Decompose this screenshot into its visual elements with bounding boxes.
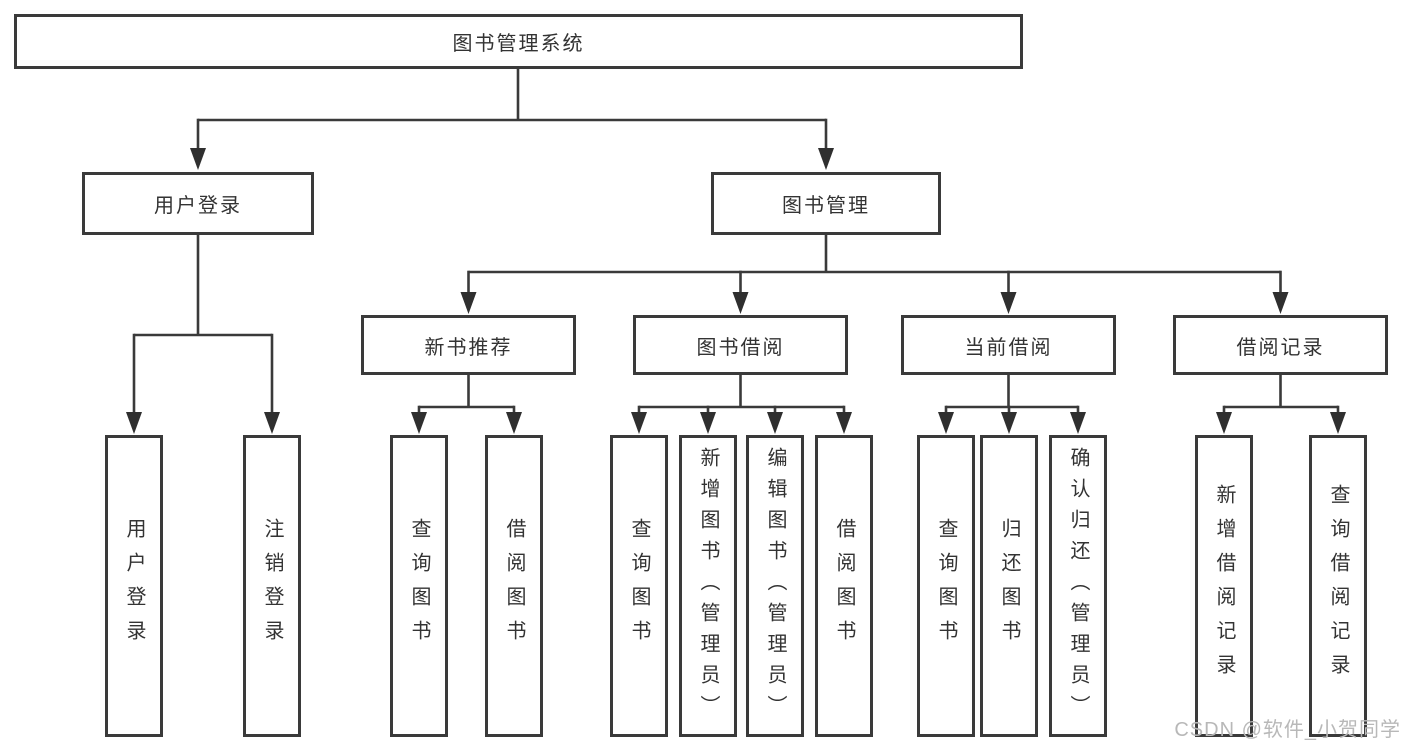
arrow-down-icon [506, 412, 522, 434]
leaf-query-books-borrow: 查询图书 [610, 435, 668, 737]
arrow-down-icon [1070, 412, 1086, 434]
arrow-down-icon [411, 412, 427, 434]
leaf-return-book: 归还图书 [980, 435, 1038, 737]
node-current-borrowing: 当前借阅 [901, 315, 1116, 375]
arrow-down-icon [460, 292, 477, 314]
arrow-down-icon [732, 292, 749, 314]
arrow-down-icon [264, 412, 280, 434]
arrow-down-icon [1272, 292, 1289, 314]
leaf-edit-book-admin: 编辑图书（管理员） [746, 435, 804, 737]
node-book-borrowing: 图书借阅 [633, 315, 848, 375]
leaf-query-borrow-record: 查询借阅记录 [1309, 435, 1367, 737]
arrow-down-icon [1330, 412, 1346, 434]
leaf-label: 借阅图书 [503, 518, 525, 654]
leaf-label: 注销登录 [261, 518, 283, 654]
leaf-borrow-books-borrow: 借阅图书 [815, 435, 873, 737]
arrow-down-icon [1001, 412, 1017, 434]
leaf-label: 借阅图书 [833, 518, 855, 654]
node-root-system: 图书管理系统 [14, 14, 1023, 69]
leaf-user-login: 用户登录 [105, 435, 163, 737]
node-borrowing-records: 借阅记录 [1173, 315, 1388, 375]
leaf-add-borrow-record: 新增借阅记录 [1195, 435, 1253, 737]
leaf-logout: 注销登录 [243, 435, 301, 737]
leaf-label: 查询借阅记录 [1327, 484, 1349, 688]
leaf-label: 编辑图书（管理员） [764, 446, 786, 726]
leaf-label: 新增借阅记录 [1213, 484, 1235, 688]
arrow-down-icon [631, 412, 647, 434]
leaf-label: 查询图书 [628, 518, 650, 654]
leaf-add-book-admin: 新增图书（管理员） [679, 435, 737, 737]
arrow-down-icon [836, 412, 852, 434]
arrow-down-icon [818, 148, 834, 170]
leaf-label: 查询图书 [408, 518, 430, 654]
node-user-login-branch: 用户登录 [82, 172, 314, 235]
leaf-label: 新增图书（管理员） [697, 446, 719, 726]
leaf-label: 确认归还（管理员） [1067, 446, 1089, 726]
node-new-book-recommend: 新书推荐 [361, 315, 576, 375]
arrow-down-icon [700, 412, 716, 434]
csdn-watermark: CSDN @软件_小贺同学 [1174, 719, 1401, 741]
arrow-down-icon [767, 412, 783, 434]
leaf-confirm-return-admin: 确认归还（管理员） [1049, 435, 1107, 737]
node-book-management-branch: 图书管理 [711, 172, 941, 235]
leaf-query-books-current: 查询图书 [917, 435, 975, 737]
leaf-borrow-books-recommend: 借阅图书 [485, 435, 543, 737]
leaf-query-books-recommend: 查询图书 [390, 435, 448, 737]
arrow-down-icon [938, 412, 954, 434]
arrow-down-icon [126, 412, 142, 434]
leaf-label: 用户登录 [123, 518, 145, 654]
arrow-down-icon [1000, 292, 1017, 314]
arrow-down-icon [190, 148, 206, 170]
arrow-down-icon [1216, 412, 1232, 434]
leaf-label: 归还图书 [998, 518, 1020, 654]
leaf-label: 查询图书 [935, 518, 957, 654]
